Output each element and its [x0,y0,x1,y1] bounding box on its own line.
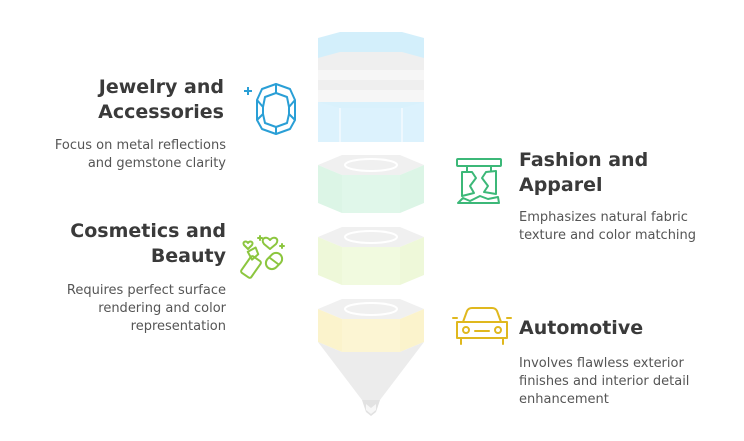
fashion-title: Fashion and Apparel [519,149,649,196]
jewelry-description: Focus on metal reflections and gemstone … [54,138,226,171]
cosmetics-description: Requires perfect surface rendering and c… [66,283,226,334]
car-icon [452,307,512,345]
jewelry-title: Jewelry and Accessories [98,76,224,123]
fashion-description: Emphasizes natural fabric texture and co… [519,210,697,243]
gemstone-icon [244,83,296,135]
clothing-rack-icon [456,158,502,204]
lipstick-icon [240,235,285,279]
cosmetics-title: Cosmetics and Beauty [70,220,226,267]
funnel-tip [318,342,424,416]
funnel-layer-cosmetics [318,227,424,285]
funnel-layer-fashion [318,155,424,213]
automotive-description: Involves flawless exterior finishes and … [519,356,690,407]
automotive-title: Automotive [519,317,644,339]
funnel-layer-jewelry [318,32,424,142]
funnel-layer-automotive [318,299,424,352]
